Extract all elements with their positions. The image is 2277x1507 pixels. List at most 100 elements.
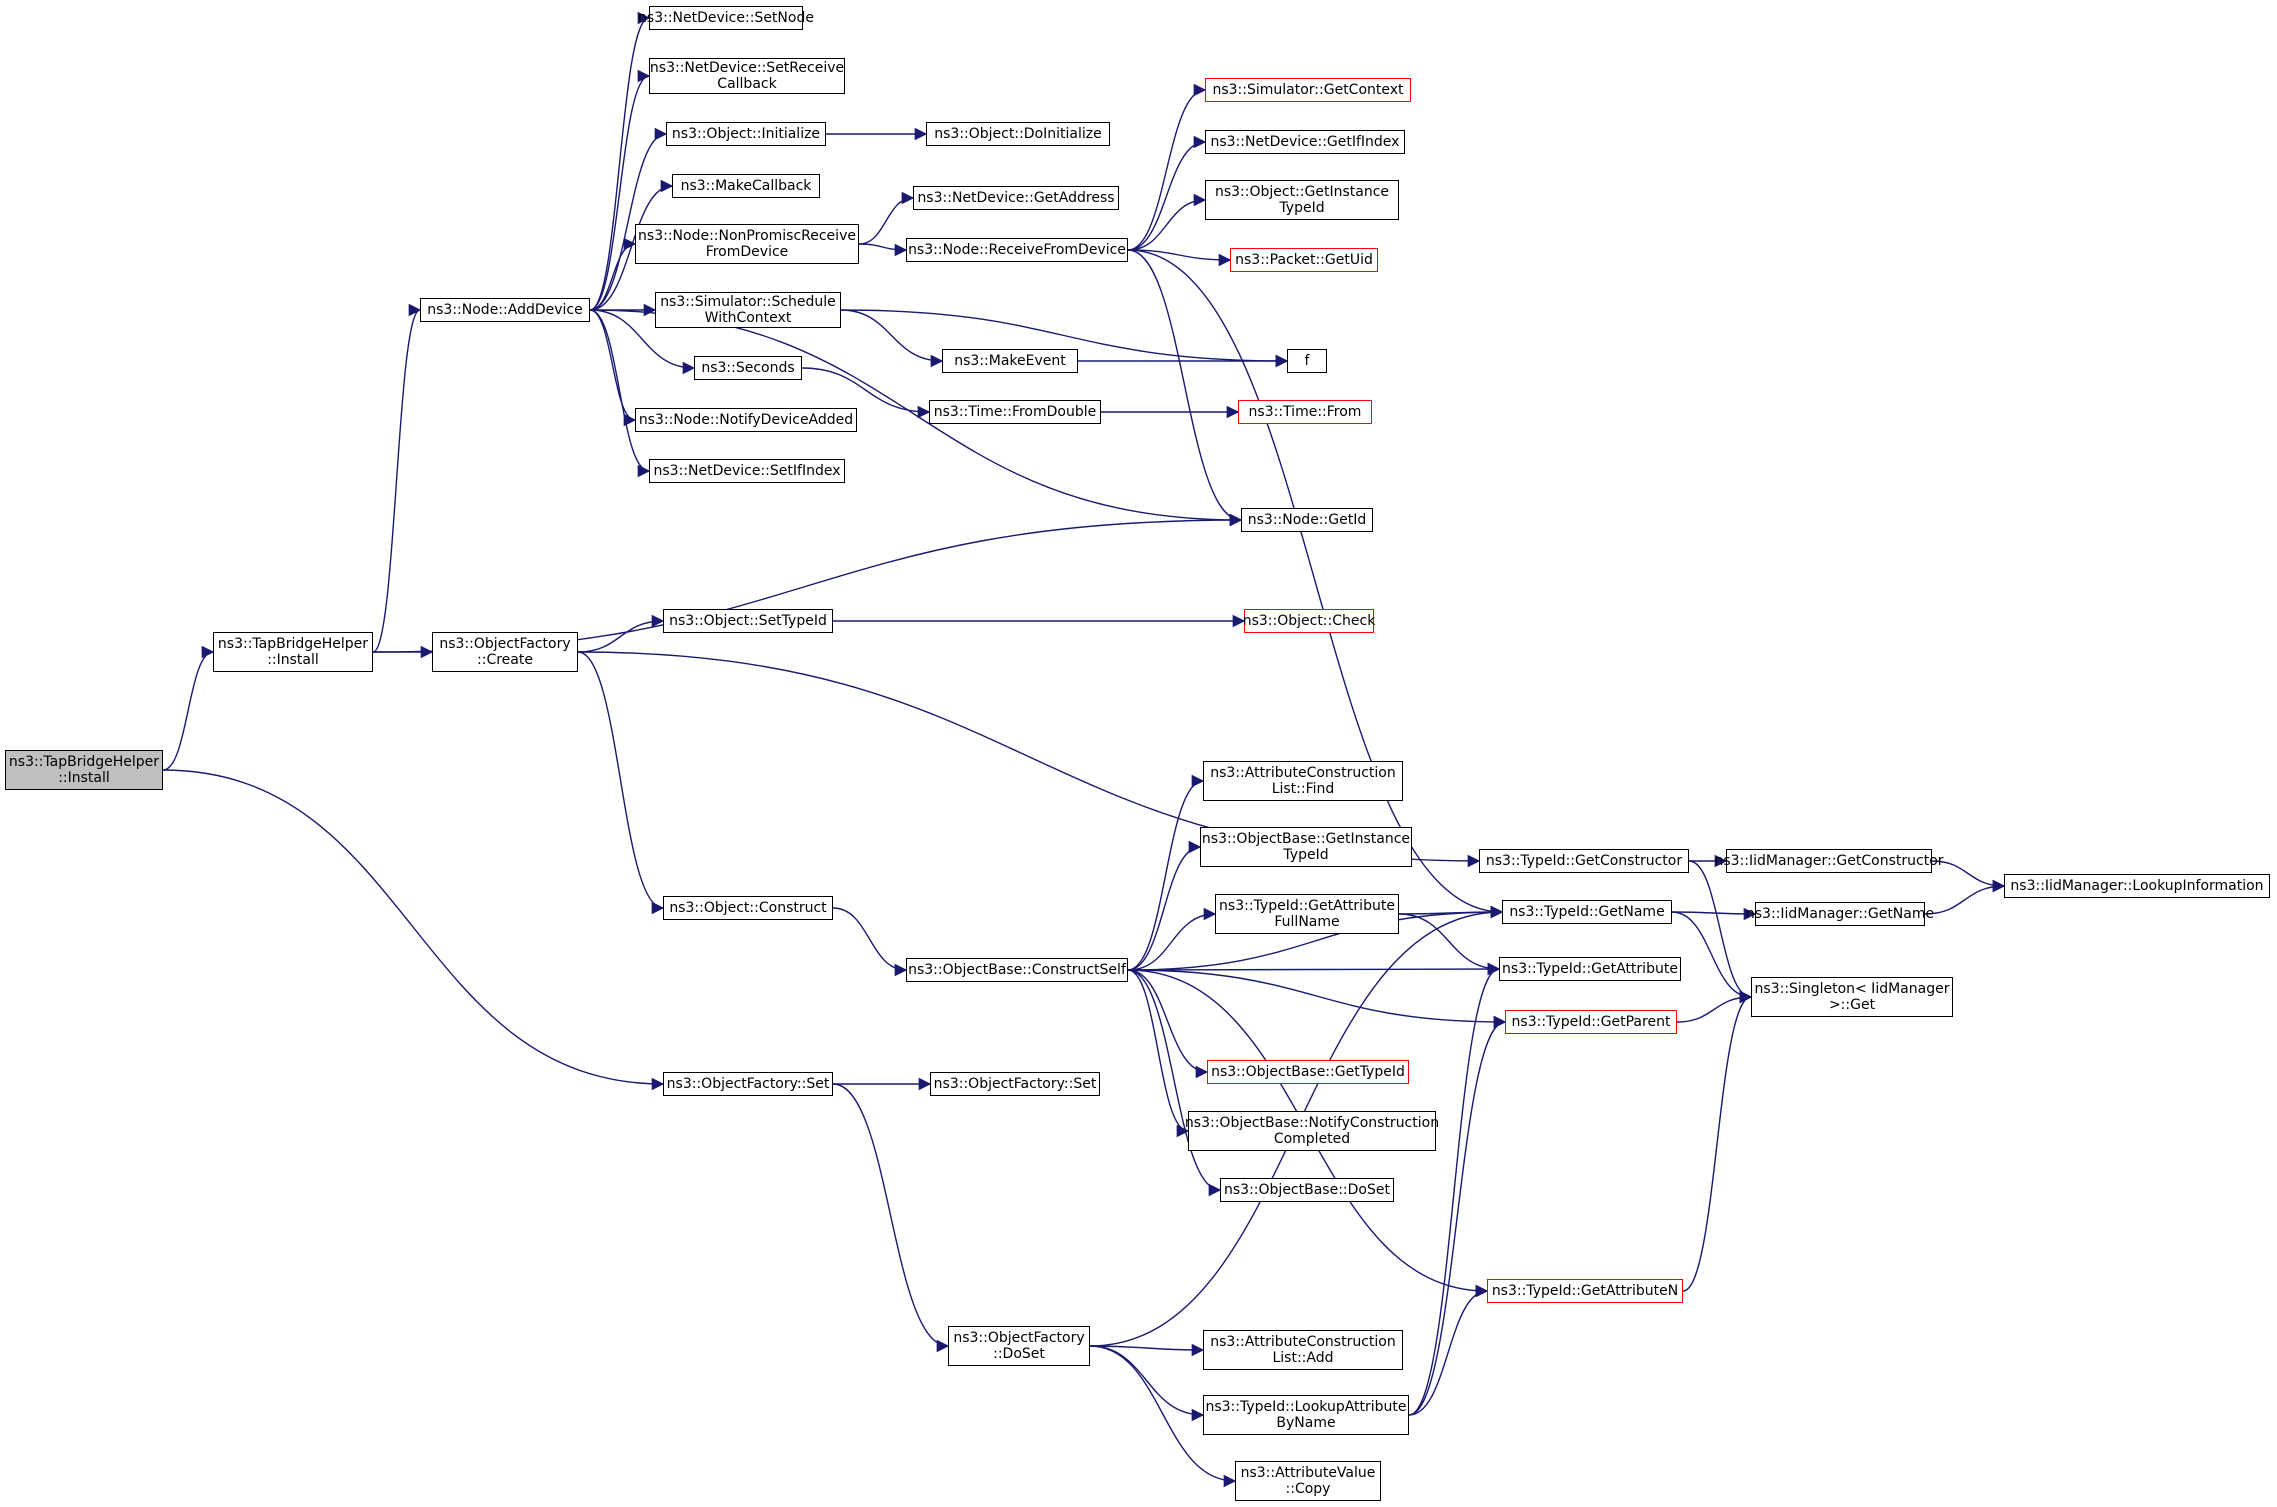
edge-constructself-to-getattrfull (1127, 907, 1217, 971)
node-label: ns3::Node::AddDevice (427, 302, 583, 318)
node-iidgetname[interactable]: ns3::IidManager::GetName (1746, 902, 1934, 926)
node-lookupinfo[interactable]: ns3::IidManager::LookupInformation (2004, 874, 2270, 898)
node-construct[interactable]: ns3::Object::Construct (663, 896, 833, 920)
node-label: ::Copy (1285, 1481, 1331, 1497)
edge-constructself-to-notifyconstr (1127, 969, 1190, 1138)
edge-constructself-to-aclfind (1127, 774, 1205, 971)
node-getcontext[interactable]: ns3::Simulator::GetContext (1205, 78, 1411, 102)
node-objinit[interactable]: ns3::Object::Initialize (666, 122, 826, 146)
node-constructself[interactable]: ns3::ObjectBase::ConstructSelf (906, 958, 1128, 982)
node-label: ns3::IidManager::LookupInformation (2010, 878, 2264, 894)
node-label: ns3::ObjectFactory::Set (933, 1076, 1097, 1092)
edge-recvfrom-to-getcontext (1127, 83, 1207, 251)
node-label: TypeId (1279, 200, 1325, 216)
node-label: ns3::IidManager::GetName (1745, 906, 1935, 922)
node-root[interactable]: ns3::TapBridgeHelper::Install (5, 750, 163, 790)
edge-getname-to-iidgetname (1671, 907, 1757, 921)
node-doinit[interactable]: ns3::Object::DoInitialize (926, 122, 1110, 146)
node-label: ns3::Object::Check (1242, 613, 1376, 629)
edge-seconds-to-fromdouble (801, 367, 931, 419)
node-label: ns3::ObjectFactory (953, 1330, 1085, 1346)
edge-constructself-to-obgetinst (1127, 840, 1202, 971)
edge-root-to-install (162, 645, 215, 771)
node-getaddress[interactable]: ns3::NetDevice::GetAddress (913, 186, 1119, 210)
node-label: ::Install (267, 652, 319, 668)
node-seconds[interactable]: ns3::Seconds (694, 356, 802, 380)
node-getuid[interactable]: ns3::Packet::GetUid (1230, 248, 1378, 272)
edge-schedctx-to-makeevent (840, 309, 944, 368)
node-label: ::DoSet (993, 1346, 1045, 1362)
node-adddevice[interactable]: ns3::Node::AddDevice (420, 298, 590, 322)
node-getid[interactable]: ns3::Node::GetId (1241, 508, 1373, 532)
edge-recvfrom-to-getinsttid (1127, 193, 1207, 251)
node-label: ns3::ObjectFactory (439, 636, 571, 652)
node-label: ::Install (58, 770, 110, 786)
node-label: ns3::Time::From (1248, 404, 1362, 420)
node-label: ns3::Node::NotifyDeviceAdded (638, 412, 854, 428)
node-setifindex[interactable]: ns3::NetDevice::SetIfIndex (649, 459, 845, 483)
edge-recvfrom-to-getifindex (1127, 135, 1207, 251)
node-label: ns3::TypeId::GetAttribute (1219, 898, 1395, 914)
node-obdoset[interactable]: ns3::ObjectBase::DoSet (1220, 1178, 1394, 1202)
node-makeevent[interactable]: ns3::MakeEvent (942, 349, 1078, 373)
node-label: Completed (1273, 1131, 1351, 1147)
node-label: ns3::Object::DoInitialize (934, 126, 1102, 142)
node-getparent[interactable]: ns3::TypeId::GetParent (1505, 1010, 1677, 1034)
node-ofset2[interactable]: ns3::ObjectFactory::Set (930, 1072, 1100, 1096)
node-notifyadded[interactable]: ns3::Node::NotifyDeviceAdded (635, 408, 857, 432)
edge-ofdoset-to-lookupattr (1089, 1345, 1205, 1422)
node-label: ns3::TypeId::GetConstructor (1485, 853, 1683, 869)
node-iidgetctor[interactable]: ns3::IidManager::GetConstructor (1714, 849, 1944, 873)
node-label: ns3::Node::GetId (1247, 512, 1367, 528)
node-ofcreate[interactable]: ns3::ObjectFactory::Create (432, 632, 578, 672)
edge-adddevice-to-nonpromisc (589, 237, 637, 311)
node-label: ns3::AttributeConstruction (1210, 1334, 1396, 1350)
node-label: ns3::TypeId::GetAttributeN (1491, 1283, 1679, 1299)
node-label: ns3::ObjectBase::GetInstance (1201, 831, 1411, 847)
edge-getattrfull-to-getattribute (1398, 913, 1501, 976)
node-getconstructor[interactable]: ns3::TypeId::GetConstructor (1479, 849, 1689, 873)
node-check[interactable]: ns3::Object::Check (1242, 609, 1376, 633)
node-label: ns3::NetDevice::SetNode (638, 10, 814, 26)
node-settypeid[interactable]: ns3::Object::SetTypeId (663, 609, 833, 633)
edge-adddevice-to-seconds (589, 309, 696, 375)
node-obgettid[interactable]: ns3::ObjectBase::GetTypeId (1207, 1060, 1409, 1084)
node-getname[interactable]: ns3::TypeId::GetName (1502, 900, 1672, 924)
node-label: WithContext (704, 310, 792, 326)
node-label: ns3::Node::ReceiveFromDevice (908, 242, 1126, 258)
node-recvfrom[interactable]: ns3::Node::ReceiveFromDevice (906, 238, 1128, 262)
edge-adddevice-to-objinit (589, 127, 668, 311)
edge-getname-to-singleton (1671, 911, 1753, 1004)
node-getattrn[interactable]: ns3::TypeId::GetAttributeN (1487, 1279, 1683, 1303)
node-ofdoset[interactable]: ns3::ObjectFactory::DoSet (948, 1326, 1090, 1366)
node-singleton[interactable]: ns3::Singleton< IidManager>::Get (1751, 977, 1953, 1017)
node-ofset1[interactable]: ns3::ObjectFactory::Set (663, 1072, 833, 1096)
node-label: TypeId (1283, 847, 1329, 863)
node-timefrom[interactable]: ns3::Time::From (1238, 400, 1372, 424)
node-getattribute[interactable]: ns3::TypeId::GetAttribute (1499, 957, 1681, 981)
node-getifindex[interactable]: ns3::NetDevice::GetIfIndex (1205, 130, 1405, 154)
node-label: ::Create (477, 652, 533, 668)
edge-adddevice-to-setreceive (589, 69, 651, 311)
node-label: FullName (1274, 914, 1340, 930)
edge-constructself-to-getparent (1127, 969, 1507, 1029)
node-setnode[interactable]: ns3::NetDevice::SetNode (638, 6, 814, 30)
node-label: ns3::Simulator::Schedule (660, 294, 836, 310)
node-fromdouble[interactable]: ns3::Time::FromDouble (929, 400, 1101, 424)
node-avcopy[interactable]: ns3::AttributeValue::Copy (1235, 1461, 1381, 1501)
node-label: ns3::Simulator::GetContext (1212, 82, 1404, 98)
node-install[interactable]: ns3::TapBridgeHelper::Install (213, 632, 373, 672)
node-makecb[interactable]: ns3::MakeCallback (672, 174, 820, 198)
node-f[interactable]: f (1287, 349, 1327, 373)
node-label: ns3::TypeId::GetAttribute (1502, 961, 1678, 977)
